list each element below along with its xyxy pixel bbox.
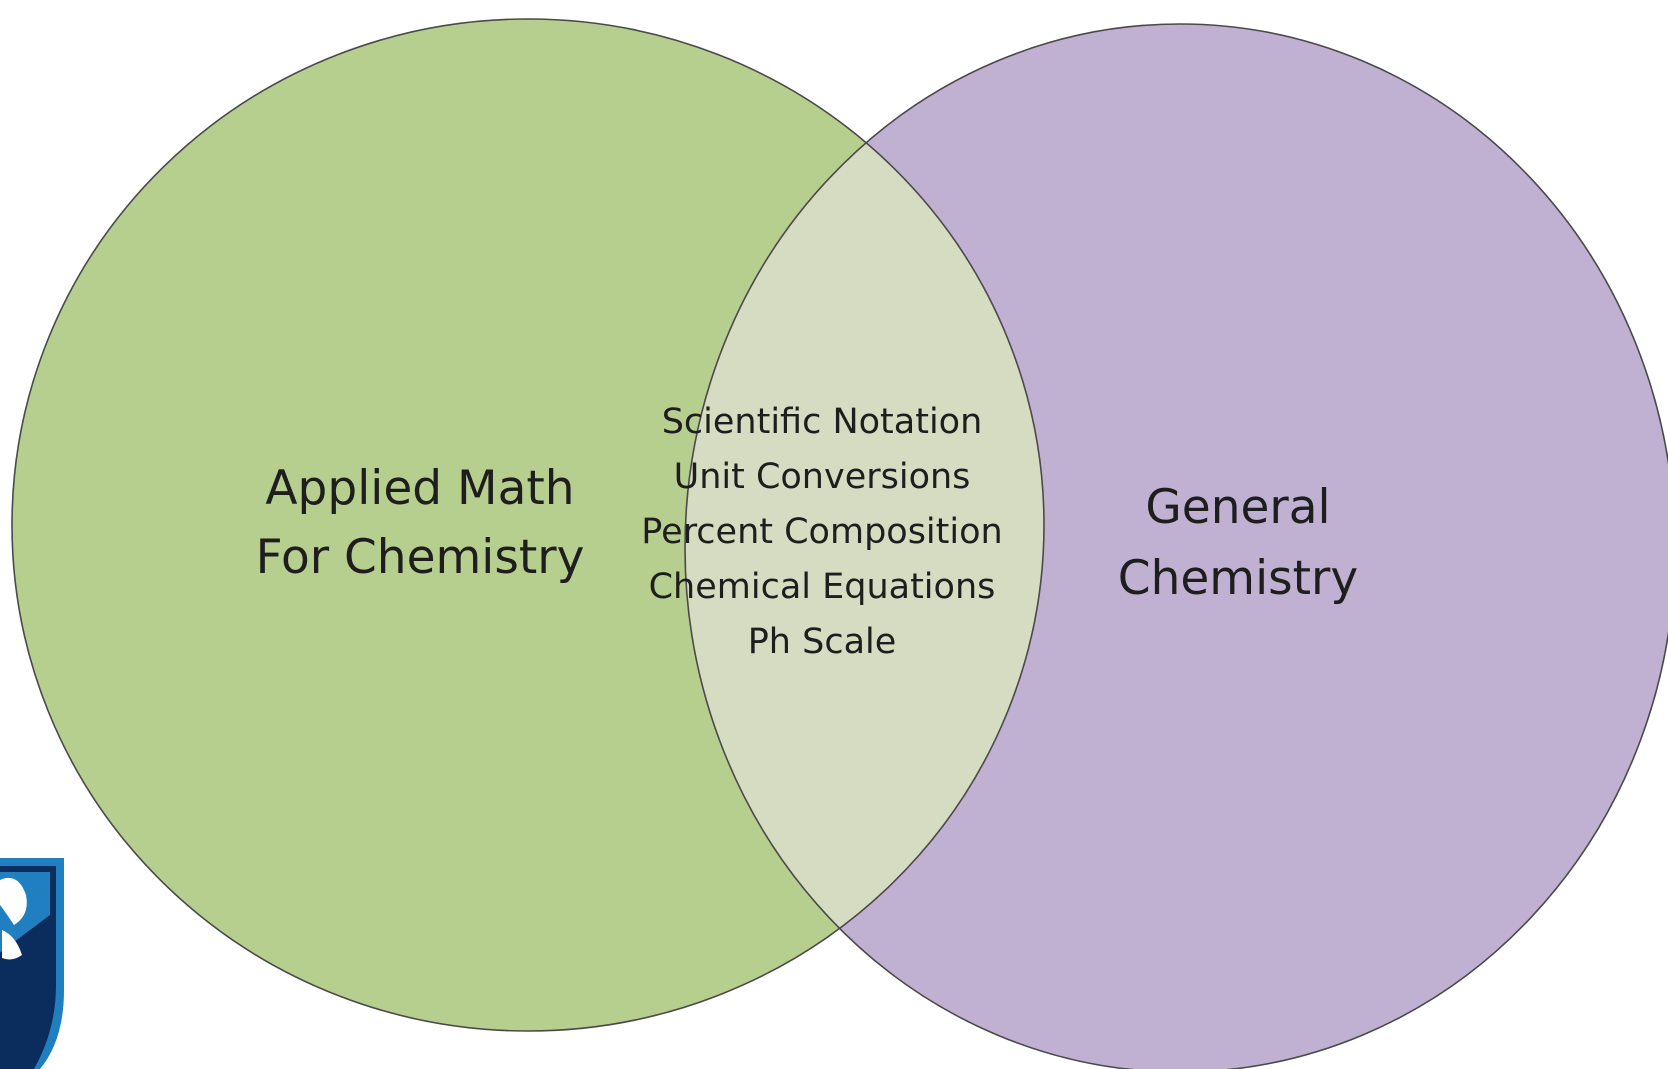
intersection-region xyxy=(685,24,1044,1031)
right-set-label-line-1: General xyxy=(1145,480,1330,535)
right-set-label-line-2: Chemistry xyxy=(1118,551,1358,606)
intersection-item: Chemical Equations xyxy=(649,567,996,607)
intersection-item: Ph Scale xyxy=(748,622,897,662)
general-chemistry-outline xyxy=(684,23,1668,1069)
left-set-label-line-2: For Chemistry xyxy=(256,530,585,585)
intersection-item: Scientific Notation xyxy=(662,402,983,442)
shield-logo-icon xyxy=(0,858,64,1069)
intersection-item: Percent Composition xyxy=(641,512,1002,552)
intersection-item: Unit Conversions xyxy=(674,457,971,497)
left-set-label-line-1: Applied Math xyxy=(265,461,574,516)
applied-math-outline xyxy=(11,18,1045,1032)
